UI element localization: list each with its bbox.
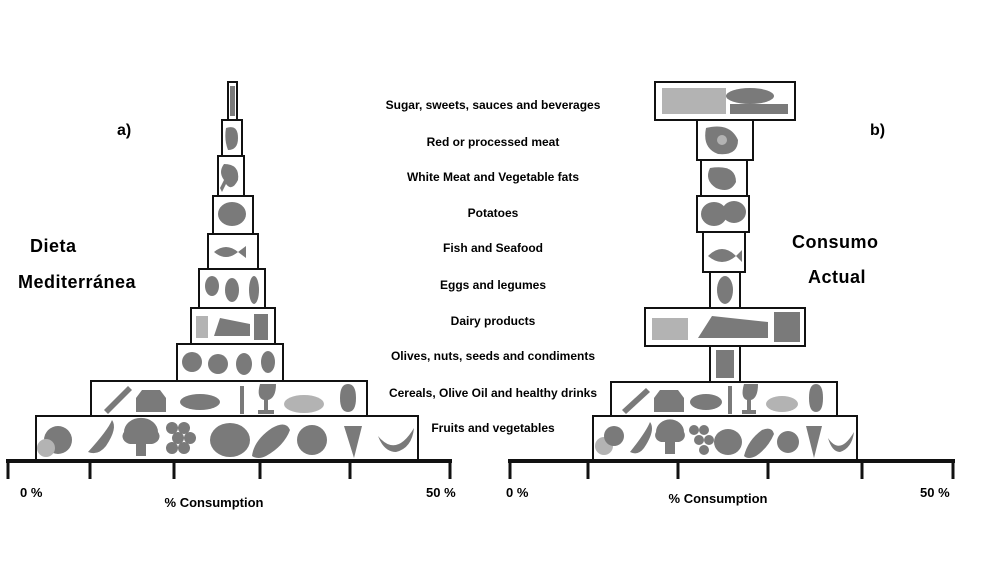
eggplant-icon xyxy=(744,428,774,458)
egg-icon xyxy=(205,276,219,296)
corn-icon xyxy=(809,384,823,412)
eggplant-icon xyxy=(252,424,290,458)
steak-bone-icon xyxy=(717,135,727,145)
cake-icon xyxy=(726,88,774,104)
grapes-icon xyxy=(689,425,714,455)
wheat-icon xyxy=(104,386,132,414)
herb-icon xyxy=(728,386,732,414)
olive-oil-jug-icon xyxy=(654,390,684,412)
category-label-olives-nuts: Olives, nuts, seeds and condiments xyxy=(391,349,595,363)
right-panel-title-line1: Consumo xyxy=(792,232,879,252)
right-tier-cereals-olive-oil xyxy=(610,381,838,417)
right-panel-letter: b) xyxy=(870,122,885,139)
carrot-icon xyxy=(344,426,362,458)
sweets-icon xyxy=(730,104,788,114)
tomato-icon xyxy=(714,429,742,455)
apple-icon xyxy=(777,431,799,453)
right-axis-max-label: 50 % xyxy=(920,485,950,500)
broccoli-icon xyxy=(655,419,685,454)
right-pyramid: 0 % 50 % % Consumption b) Consumo Actual xyxy=(506,81,955,506)
left-axis-max-label: 50 % xyxy=(426,485,456,500)
category-label-potatoes: Potatoes xyxy=(468,206,519,220)
fish-icon xyxy=(214,246,246,258)
tomato-icon xyxy=(210,423,250,457)
right-axis-min-label: 0 % xyxy=(506,485,529,500)
right-axis-title: % Consumption xyxy=(669,491,768,506)
left-panel-title-line2: Mediterránea xyxy=(18,272,137,292)
pepper-icon xyxy=(630,422,652,454)
chicken-leg-icon xyxy=(220,164,239,192)
category-labels: Sugar, sweets, sauces and beverages Red … xyxy=(386,98,601,435)
bean-icon xyxy=(717,276,733,304)
category-label-red-meat: Red or processed meat xyxy=(427,135,560,149)
grapes-icon xyxy=(166,422,196,454)
category-label-white-meat: White Meat and Vegetable fats xyxy=(407,170,579,184)
steak-icon xyxy=(225,127,238,150)
cheese-icon xyxy=(698,316,768,338)
olive-oil-jug-icon xyxy=(136,390,166,412)
wine-glass-icon xyxy=(258,384,276,414)
herb-icon xyxy=(240,386,244,414)
yogurt-icon xyxy=(196,316,208,338)
olive-icon xyxy=(716,350,734,378)
onion-icon xyxy=(208,354,228,374)
left-axis-title: % Consumption xyxy=(165,495,264,510)
category-label-dairy: Dairy products xyxy=(451,314,536,328)
bread-icon xyxy=(690,394,722,410)
milk-carton-icon xyxy=(254,314,268,340)
category-label-fish: Fish and Seafood xyxy=(443,241,543,255)
broccoli-icon xyxy=(122,417,160,456)
category-label-cereals: Cereals, Olive Oil and healthy drinks xyxy=(389,386,597,400)
pasta-bowl-icon xyxy=(284,395,324,413)
right-panel-title-line2: Actual xyxy=(808,267,866,287)
pepper-icon xyxy=(88,420,114,454)
right-axis xyxy=(508,459,955,479)
left-pyramid: 0 % 50 % % Consumption a) Dieta Mediterr… xyxy=(6,81,456,510)
orange-icon xyxy=(604,426,624,446)
category-label-eggs-legumes: Eggs and legumes xyxy=(440,278,546,292)
left-panel-letter: a) xyxy=(117,122,131,139)
pea-pod-icon xyxy=(249,276,259,304)
milk-carton-icon xyxy=(774,312,800,342)
banana-icon xyxy=(828,432,854,452)
carrot-icon xyxy=(806,426,822,458)
potato-icon xyxy=(701,202,727,226)
apple-icon xyxy=(297,425,327,455)
left-tier-cereals-olive-oil xyxy=(90,380,368,417)
fish-icon xyxy=(708,249,742,262)
soda-icon xyxy=(662,88,726,114)
right-food-icons xyxy=(595,88,854,458)
potato-icon xyxy=(218,202,246,226)
butter-icon xyxy=(652,318,688,340)
lemon-slice-icon xyxy=(37,439,55,457)
left-axis-min-label: 0 % xyxy=(20,485,43,500)
banana-icon xyxy=(378,428,414,452)
corn-icon xyxy=(340,384,356,412)
cheese-icon xyxy=(214,318,250,336)
pasta-bowl-icon xyxy=(766,396,798,412)
potato-icon-2 xyxy=(722,201,746,223)
chicken-leg-icon xyxy=(708,167,736,190)
left-food-icons xyxy=(37,86,414,458)
left-panel-title-line1: Dieta xyxy=(30,236,77,256)
category-label-fruits-vegetables: Fruits and vegetables xyxy=(431,421,555,435)
bean-icon xyxy=(225,278,239,302)
wine-glass-icon xyxy=(742,384,758,414)
olive-icon xyxy=(182,352,202,372)
category-label-sugar: Sugar, sweets, sauces and beverages xyxy=(386,98,601,112)
left-axis xyxy=(6,459,452,479)
nut-icon xyxy=(236,353,252,375)
candy-icon xyxy=(230,86,235,116)
seed-icon xyxy=(261,351,275,373)
wheat-icon xyxy=(622,388,650,414)
bread-icon xyxy=(180,394,220,410)
